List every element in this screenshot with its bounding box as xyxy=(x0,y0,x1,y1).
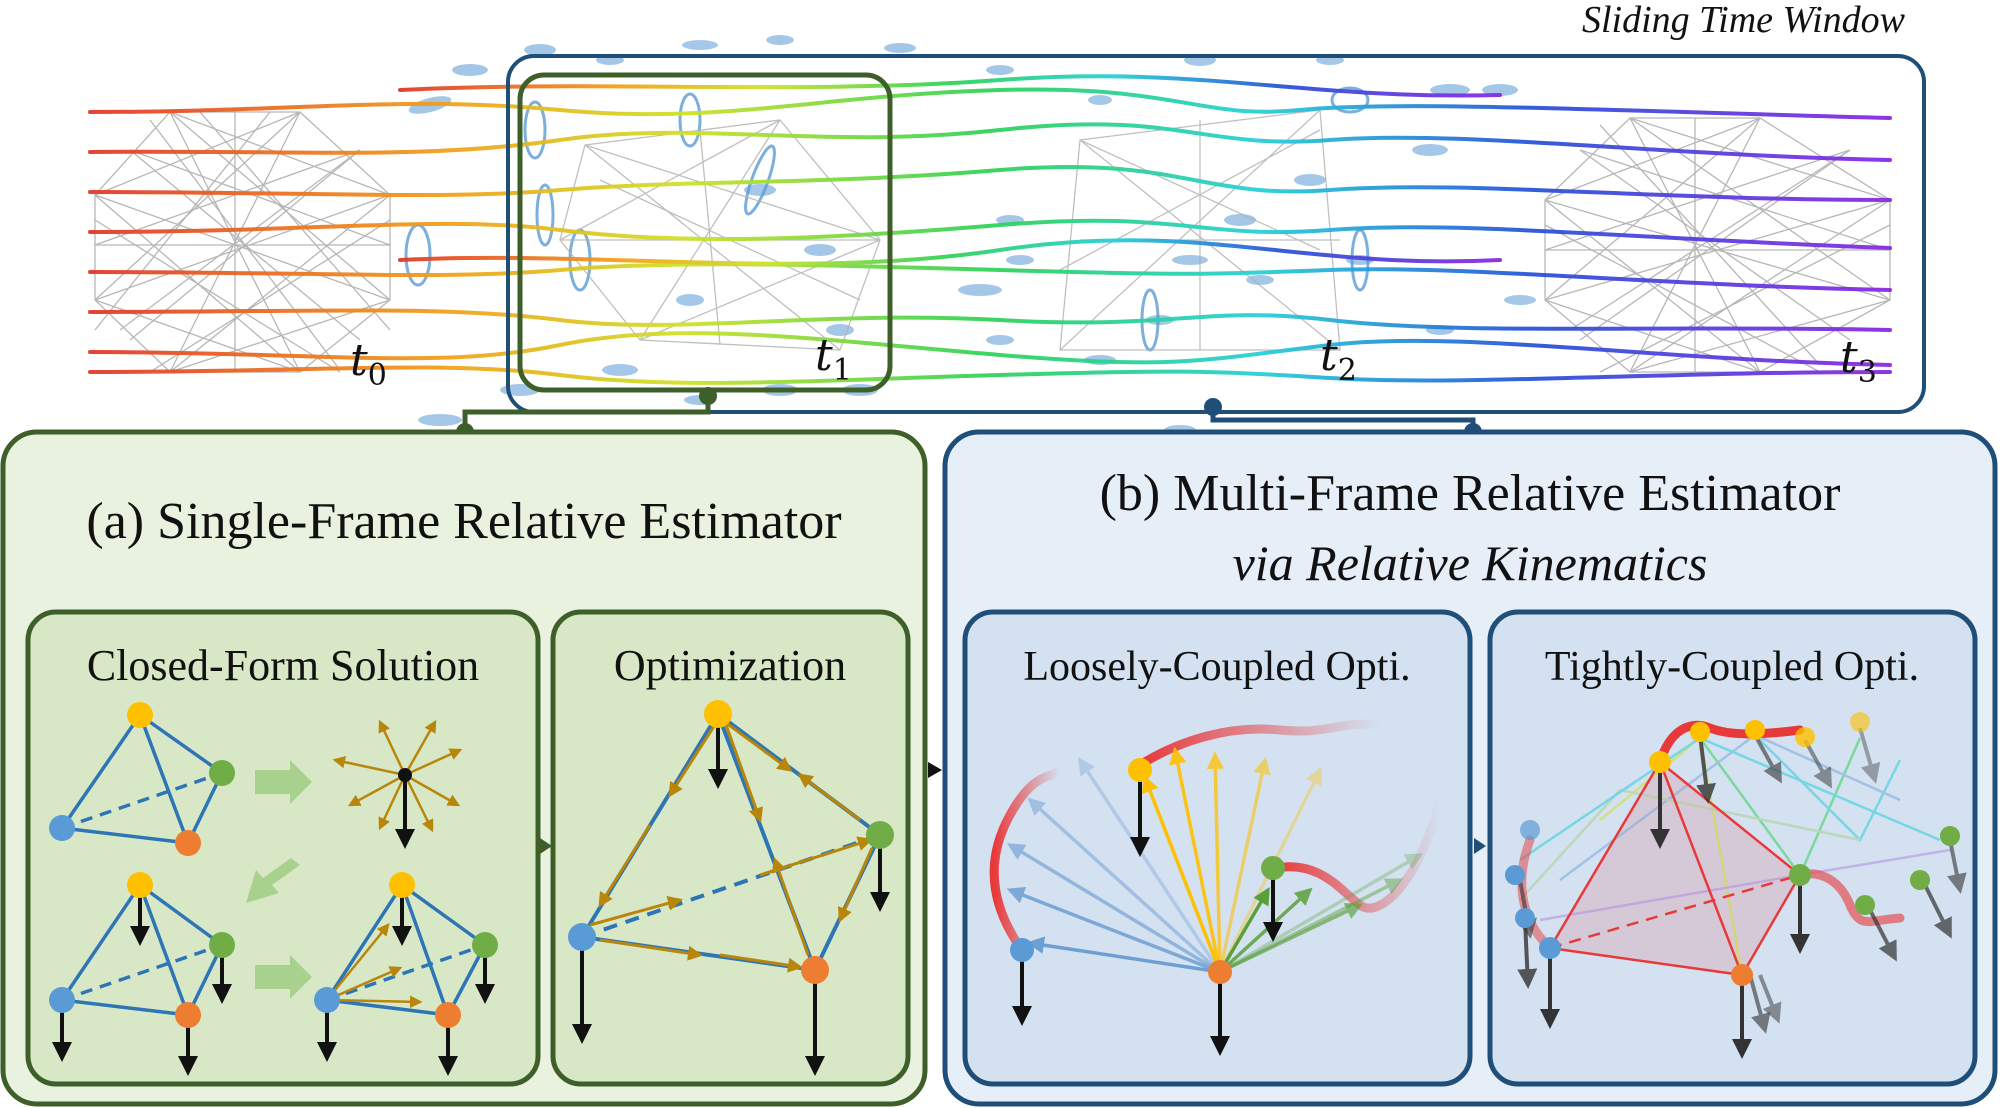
time-label-t1: t1 xyxy=(815,330,852,388)
window-title: Sliding Time Window xyxy=(1582,0,1906,41)
optimization-title: Optimization xyxy=(614,641,846,690)
covariance-ellipses xyxy=(404,86,1370,352)
trajectories xyxy=(88,74,1892,385)
time-label-t3: t3 xyxy=(1840,332,1877,390)
tetrahedron-3 xyxy=(314,872,498,1076)
closed-form-panel: Closed-Form Solution xyxy=(25,609,541,1087)
closed-form-title: Closed-Form Solution xyxy=(87,641,479,690)
panel-a-title: (a) Single-Frame Relative Estimator xyxy=(86,493,841,550)
panel-b-subtitle: via Relative Kinematics xyxy=(1233,535,1708,591)
optimization-panel: Optimization xyxy=(550,609,911,1087)
tetrahedron-1 xyxy=(49,702,235,856)
panel-b-title: (b) Multi-Frame Relative Estimator xyxy=(1100,465,1841,522)
process-arrows xyxy=(246,760,312,999)
time-label-t0: t0 xyxy=(350,335,387,393)
tetrahedron-2 xyxy=(49,872,235,1076)
tightly-coupled-title: Tightly-Coupled Opti. xyxy=(1545,644,1919,690)
graph-t2 xyxy=(1059,109,1341,351)
panel-b: (b) Multi-Frame Relative Estimator via R… xyxy=(942,429,1998,1107)
panel-a: (a) Single-Frame Relative Estimator Clos… xyxy=(0,429,928,1107)
vector-burst xyxy=(332,719,463,849)
time-label-t2: t2 xyxy=(1320,330,1357,388)
loosely-coupled-title: Loosely-Coupled Opti. xyxy=(1023,644,1410,690)
trajectory-scene: t0 t1 t2 t3 Sliding Time Window xyxy=(88,0,1926,435)
tightly-coupled-panel: Tightly-Coupled Opti. xyxy=(1487,609,1978,1087)
graph-t3 xyxy=(1544,117,1891,373)
connectors xyxy=(456,387,1482,441)
loosely-coupled-panel: Loosely-Coupled Opti. xyxy=(962,609,1473,1087)
